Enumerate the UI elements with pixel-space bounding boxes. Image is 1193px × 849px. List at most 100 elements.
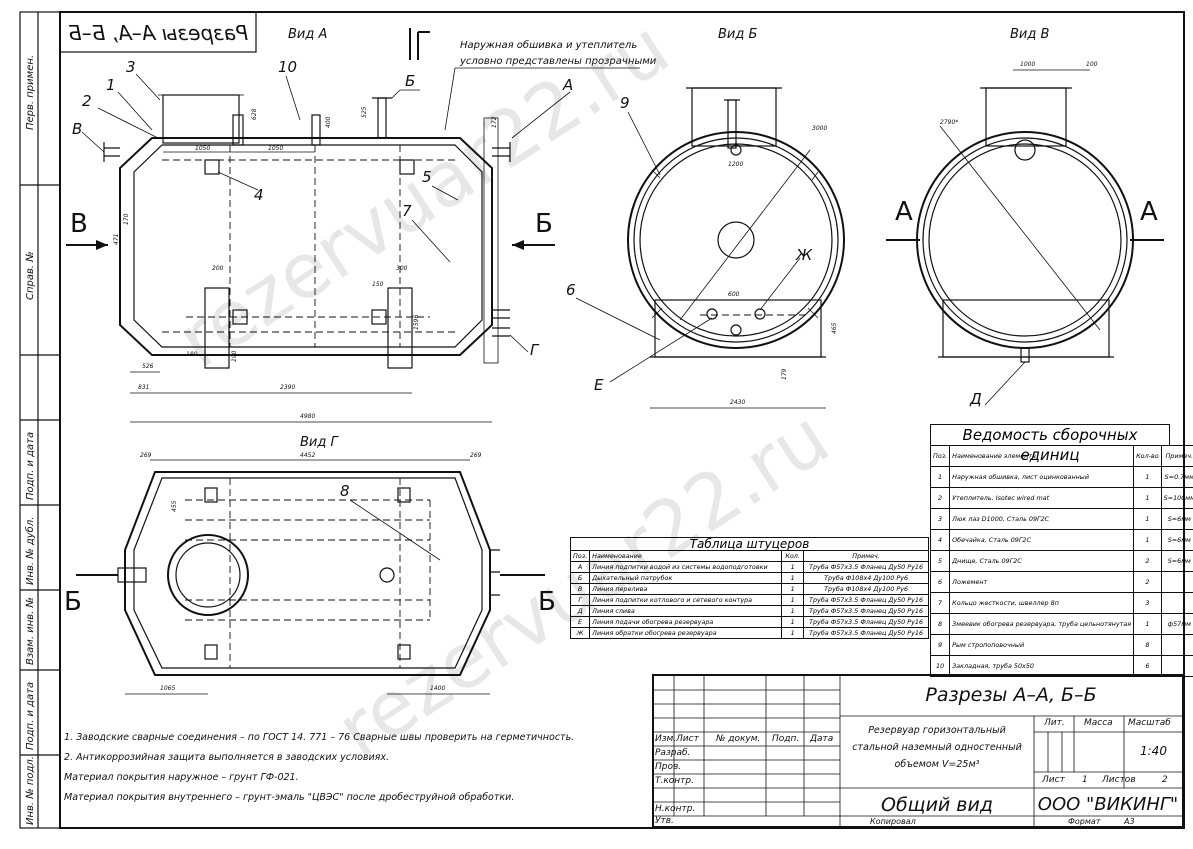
tb-izm: Изм. bbox=[655, 734, 676, 744]
table-cell: 1 bbox=[782, 628, 804, 639]
tb-description: Резервуар горизонтальный стальной наземн… bbox=[840, 722, 1034, 773]
callout-6: 6 bbox=[566, 281, 576, 299]
dim-a-400: 400 bbox=[325, 116, 332, 128]
assembly-table-title: Ведомость сборочных единиц bbox=[930, 424, 1170, 445]
table-cell: Линия подачи обогрева резервуара bbox=[590, 617, 782, 628]
callout-1: 1 bbox=[106, 76, 116, 94]
nozzle-e-mark: Е bbox=[594, 376, 604, 394]
stamp-inv-podl: Инв. № подл. bbox=[25, 756, 36, 825]
dim-a-525: 525 bbox=[361, 106, 368, 118]
tb-doc-title: Разрезы А–А, Б–Б bbox=[840, 684, 1182, 706]
dim-b-1200: 1200 bbox=[728, 161, 743, 168]
view-g-title: Вид Г bbox=[300, 435, 339, 450]
section-a-left: А bbox=[895, 197, 913, 227]
header-mirrored-title: Разрезы А–А, Б–Б bbox=[68, 21, 248, 45]
nozzle-d-mark: Д bbox=[969, 390, 982, 408]
dim-g-1065: 1065 bbox=[160, 685, 175, 692]
tb-prov: Пров. bbox=[655, 762, 681, 772]
table-cell: 1 bbox=[782, 595, 804, 606]
table-cell: Рым стропоповочный bbox=[950, 635, 1134, 656]
dim-v-2790: 2790* bbox=[940, 119, 958, 126]
table-header-cell: Кол. bbox=[782, 551, 804, 562]
stamp-vzam-inv: Взам. инв. № bbox=[25, 597, 36, 665]
table-cell: Ложемент bbox=[950, 572, 1134, 593]
table-cell: Змеевик обогрева резервуара, труба цельн… bbox=[950, 614, 1134, 635]
table-cell: 1 bbox=[1134, 530, 1162, 551]
table-cell: Труба Ф108х4 Ду100 Ру6 bbox=[804, 573, 929, 584]
section-a-right: А bbox=[1140, 197, 1158, 227]
table-cell: 1 bbox=[1134, 614, 1162, 635]
table-cell: 3 bbox=[1134, 593, 1162, 614]
table-cell: 1 bbox=[782, 617, 804, 628]
nozzle-g-mark: Г bbox=[530, 341, 540, 359]
table-cell: А bbox=[571, 562, 590, 573]
table-cell: В bbox=[571, 584, 590, 595]
tb-desc-2: стальной наземный одностенный bbox=[840, 739, 1034, 756]
section-b-g-right: Б bbox=[538, 587, 556, 617]
table-cell: Д bbox=[571, 606, 590, 617]
table-cell: Утеплитель, Isotec wired mat bbox=[950, 488, 1134, 509]
stamp-inv-dubl: Инв. № дубл. bbox=[24, 517, 36, 585]
dim-a-200: 200 bbox=[212, 265, 224, 272]
tb-list-no: 1 bbox=[1082, 775, 1088, 785]
table-cell: Труба Ф57х3.5 Фланец Ду50 Ру16 bbox=[804, 606, 929, 617]
assembly-table: Ведомость сборочных единиц Поз.Наименова… bbox=[930, 424, 1170, 677]
table-cell: Линия подпитки водой из системы водоподг… bbox=[590, 562, 782, 573]
tb-desc-3: объемом V=25м³ bbox=[840, 756, 1034, 773]
table-cell: S=0.7мм bbox=[1161, 467, 1193, 488]
dim-a-300: 300 bbox=[396, 265, 408, 272]
stamp-podp-data-1: Подп. и дата bbox=[25, 432, 36, 500]
stamp-sprav: Справ. № bbox=[25, 251, 36, 300]
table-cell: Наружная обшивка, лист оцинкованный bbox=[950, 467, 1134, 488]
note-4: Материал покрытия внутреннего – грунт-эм… bbox=[64, 788, 644, 808]
tb-scale: 1:40 bbox=[1140, 744, 1167, 758]
table-cell: Труба Ф57х3.5 Фланец Ду50 Ру16 bbox=[804, 617, 929, 628]
dim-a-1596: 1596 bbox=[413, 315, 420, 330]
dim-a-180: 180 bbox=[186, 351, 198, 358]
table-cell: 1 bbox=[1134, 467, 1162, 488]
dim-a-total: 4980 bbox=[300, 413, 315, 420]
table-cell: 1 bbox=[782, 573, 804, 584]
table-cell bbox=[1161, 635, 1193, 656]
table-cell: Днище, Сталь 09Г2С bbox=[950, 551, 1134, 572]
dim-b-600: 600 bbox=[728, 291, 740, 298]
dim-g-1400: 1400 bbox=[430, 685, 445, 692]
tb-razrab: Разраб. bbox=[655, 748, 690, 758]
cover-note-1: Наружная обшивка и утеплитель bbox=[460, 39, 637, 51]
view-v-shell-outer bbox=[917, 132, 1133, 348]
tb-drawing-name: Общий вид bbox=[840, 794, 1034, 816]
table-cell: 2 bbox=[931, 488, 950, 509]
table-cell: S=100мм bbox=[1161, 488, 1193, 509]
table-cell: Труба Ф57х3.5 Фланец Ду50 Ру16 bbox=[804, 595, 929, 606]
callout-3: 3 bbox=[126, 58, 136, 76]
dim-g-top: 4452 bbox=[300, 452, 315, 459]
tb-list-label: Лист bbox=[1042, 775, 1065, 785]
tb-list: Лист bbox=[676, 734, 699, 744]
table-cell: Линия перелива bbox=[590, 584, 782, 595]
table-header-cell: Примеч. bbox=[804, 551, 929, 562]
table-cell: Труба Ф57х3.5 Фланец Ду50 Ру16 bbox=[804, 562, 929, 573]
dim-v-100: 100 bbox=[1086, 61, 1098, 68]
table-cell bbox=[1161, 593, 1193, 614]
nozzle-b-mark: Б bbox=[405, 72, 415, 90]
callout-2: 2 bbox=[82, 92, 92, 110]
tb-doc: № докум. bbox=[716, 734, 760, 744]
view-a-title: Вид А bbox=[288, 27, 327, 42]
dim-g-269-left: 269 bbox=[140, 452, 152, 459]
tb-sign: Подп. bbox=[772, 734, 799, 744]
table-cell: Люк лаз D1000, Сталь 09Г2С bbox=[950, 509, 1134, 530]
section-b-label: Б bbox=[535, 209, 553, 239]
dim-b-179: 179 bbox=[781, 368, 788, 380]
